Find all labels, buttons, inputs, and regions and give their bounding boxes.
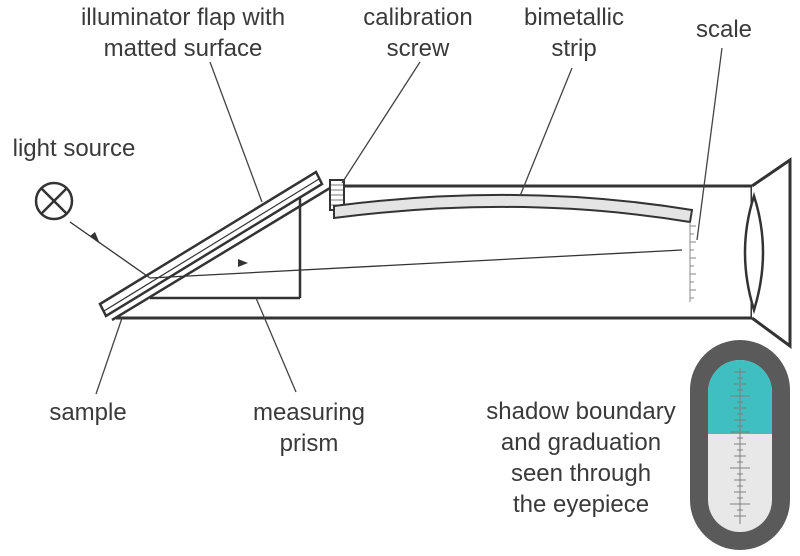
label-line: strip: [551, 35, 597, 62]
label-calibration-screw: calibration screw: [352, 2, 484, 64]
leader-lines: [95, 47, 723, 395]
circle-with-cross-icon: [34, 181, 74, 221]
label-line: measuring: [252, 399, 366, 426]
label-eyepiece-view: shadow boundary and graduation seen thro…: [468, 396, 694, 520]
label-line: light source: [12, 135, 136, 162]
light-ray: [69, 221, 683, 279]
label-line: bimetallic: [523, 4, 625, 31]
label-line: sample: [49, 399, 127, 426]
label-line: seen through: [510, 460, 652, 487]
scale-graduation: [689, 222, 696, 302]
label-line: screw: [386, 35, 450, 62]
label-measuring-prism: measuring prism: [244, 397, 374, 459]
label-light-source: light source: [4, 133, 144, 164]
label-illuminator-flap: illuminator flap with matted surface: [58, 2, 308, 64]
label-line: and graduation: [500, 429, 662, 456]
label-line: matted surface: [103, 35, 263, 62]
eyepiece-lens: [743, 191, 765, 315]
bimetallic-strip: [333, 193, 694, 224]
label-scale: scale: [684, 14, 764, 45]
label-line: calibration: [363, 4, 473, 31]
label-line: the eyepiece: [512, 491, 650, 518]
label-line: prism: [279, 430, 339, 457]
measuring-prism: [150, 196, 302, 300]
label-sample: sample: [36, 397, 140, 428]
eyepiece-housing: [751, 157, 792, 349]
label-line: illuminator flap with: [80, 4, 286, 31]
label-line: scale: [695, 16, 753, 43]
eyepiece-view: [690, 340, 790, 550]
illuminator-flap: [98, 170, 331, 322]
label-bimetallic-strip: bimetallic strip: [512, 2, 636, 64]
inset-graduation: [730, 368, 750, 524]
label-line: shadow boundary: [486, 398, 676, 425]
